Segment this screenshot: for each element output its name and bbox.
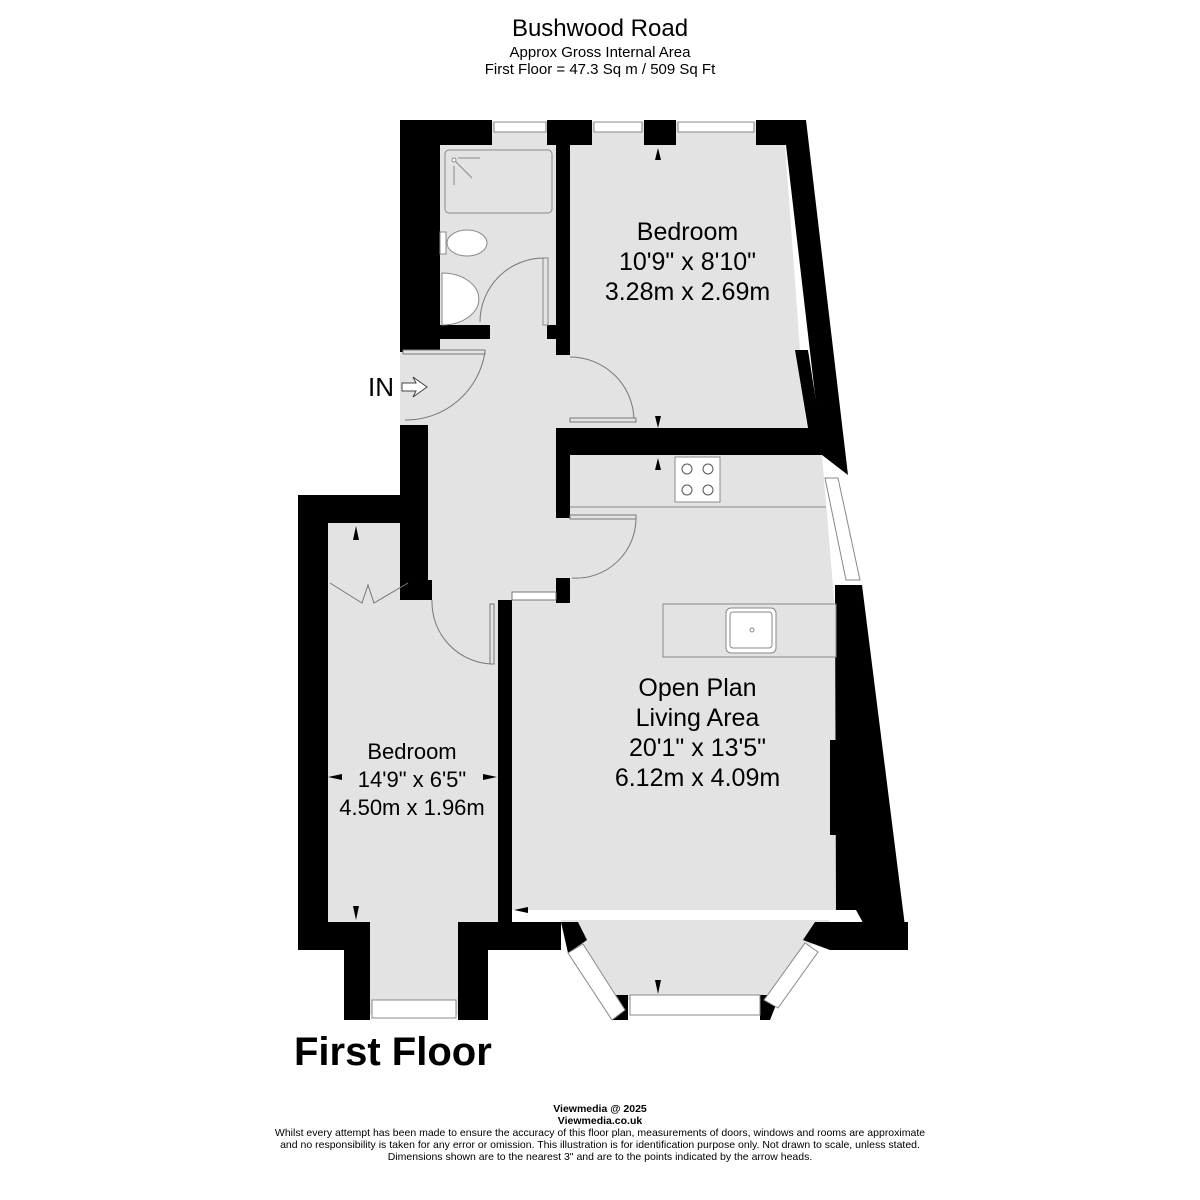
footer: Viewmedia @ 2025 Viewmedia.co.uk Whilst … <box>0 1103 1200 1163</box>
room-name: Bedroom <box>636 218 739 246</box>
disclaimer-line-3: Dimensions shown are to the nearest 3" a… <box>387 1151 813 1163</box>
room-dimensions-imperial: 14'9" x 6'5" <box>357 767 467 792</box>
doors <box>329 257 637 665</box>
bathroom-fixtures <box>439 149 553 326</box>
room-dimensions-imperial: 20'1" x 13'5" <box>628 734 767 762</box>
room-dimensions-metric: 4.50m x 1.96m <box>339 795 485 820</box>
wash-basin <box>441 272 480 326</box>
floor-areas <box>326 122 860 1015</box>
wardrobe-doors <box>329 582 409 604</box>
dimension-arrows <box>328 148 874 994</box>
room-label-bedroom-1: Bedroom 10'9" x 8'10" 3.28m x 2.69m <box>585 217 790 307</box>
entrance-label: IN <box>368 372 394 402</box>
room-dimensions-imperial: 10'9" x 8'10" <box>618 248 757 276</box>
website-link: Viewmedia.co.uk <box>557 1115 643 1127</box>
plan-header: Bushwood Road Approx Gross Internal Area… <box>0 14 1200 78</box>
area-value: First Floor = 47.3 Sq m / 509 Sq Ft <box>484 61 716 78</box>
hob <box>674 456 721 503</box>
room-name-line1: Open Plan <box>638 674 757 702</box>
shower-tray <box>444 149 553 214</box>
copyright: Viewmedia @ 2025 <box>553 1103 647 1115</box>
property-title: Bushwood Road <box>511 15 689 42</box>
room-name-line2: Living Area <box>635 704 760 732</box>
kitchen-fixtures <box>570 456 837 658</box>
room-name: Bedroom <box>367 739 457 764</box>
room-dimensions-metric: 3.28m x 2.69m <box>604 278 771 306</box>
disclaimer-line-2: and no responsibility is taken for any e… <box>280 1139 920 1151</box>
room-label-bedroom-2: Bedroom 14'9" x 6'5" 4.50m x 1.96m <box>322 738 502 822</box>
windows <box>371 121 861 1021</box>
room-dimensions-metric: 6.12m x 4.09m <box>614 764 781 792</box>
room-label-living-area: Open Plan Living Area 20'1" x 13'5" 6.12… <box>590 673 805 793</box>
walls <box>298 120 908 1020</box>
area-caption: Approx Gross Internal Area <box>509 44 691 61</box>
disclaimer-line-1: Whilst every attempt has been made to en… <box>274 1127 926 1139</box>
floor-label: First Floor <box>294 1030 492 1074</box>
entrance-arrow-icon <box>401 376 428 398</box>
toilet <box>446 229 488 257</box>
